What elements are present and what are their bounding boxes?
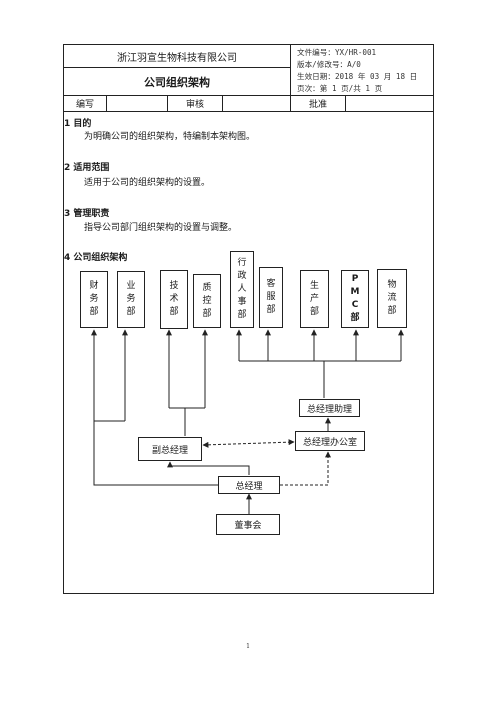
- dept-customer-service-label: 客服部: [266, 278, 275, 317]
- gm-to-deputy-arrow: [167, 461, 250, 475]
- approved-label: 批准: [308, 100, 327, 110]
- dept-label-char: 流: [387, 293, 397, 303]
- dept-label-char: M: [350, 287, 360, 297]
- dept-label-char: 部: [309, 306, 319, 317]
- dept-business-label: 业务部: [126, 280, 135, 319]
- gm-office-label: 总经理办公室: [302, 437, 357, 448]
- effective-date: 生效日期：2018 年 03 月 18 日: [297, 72, 418, 81]
- section-org-heading: 4 公司组织架构: [64, 253, 128, 263]
- board-label: 董事会: [234, 521, 262, 531]
- dept-label-char: 部: [387, 306, 397, 316]
- page-number: 1: [246, 643, 250, 650]
- dept-admin-hr: 行政人事部: [230, 251, 254, 328]
- section-scope-body: 适用于公司的组织架构的设置。: [84, 178, 211, 188]
- gm-label: 总经理: [235, 481, 263, 492]
- dept-label-char: 质: [202, 282, 212, 293]
- dept-label-char: 生: [309, 280, 319, 291]
- prepared-label: 编写: [75, 100, 94, 110]
- section-scope-heading: 2 适用范围: [64, 163, 110, 173]
- section-purpose-body: 为明确公司的组织架构，特编制本架构图。: [84, 132, 256, 142]
- gm-to-office-arrow: [280, 451, 331, 486]
- dept-label-char: 部: [126, 307, 136, 317]
- dept-label-char: 部: [169, 307, 179, 317]
- dept-label-char: 部: [350, 313, 360, 323]
- doc-title: 公司组织架构: [144, 75, 210, 89]
- dept-label-char: 行: [237, 258, 247, 268]
- company-name: 浙江羽宣生物科技有限公司: [117, 52, 237, 64]
- content-frame: [63, 111, 434, 594]
- section-duty-body: 指导公司部门组织架构的设置与调整。: [84, 223, 238, 233]
- gm-office-box: 总经理办公室: [295, 431, 365, 451]
- dept-production-label: 生产部: [310, 280, 319, 319]
- dept-label-char: 技: [169, 281, 179, 291]
- section-purpose-heading: 1 目的: [64, 119, 92, 129]
- dept-quality: 质控部: [193, 274, 221, 328]
- gm-assistant-label: 总经理助理: [306, 404, 352, 415]
- dept-label-char: 事: [237, 297, 247, 307]
- dept-label-char: 人: [237, 284, 247, 294]
- dept-label-char: 产: [309, 293, 319, 304]
- dept-label-char: 财: [89, 281, 99, 291]
- dept-label-char: 部: [266, 305, 276, 315]
- gm-box: 总经理: [218, 476, 280, 494]
- deputy-gm-label: 副总经理: [151, 445, 188, 456]
- gm-assistant-box: 总经理助理: [299, 399, 360, 417]
- dept-label-char: 部: [202, 308, 212, 319]
- dept-technology-label: 技术部: [169, 280, 178, 319]
- dept-customer-service: 客服部: [259, 267, 283, 328]
- dept-finance: 财务部: [80, 271, 108, 328]
- dept-logistics-label: 物流部: [387, 279, 396, 318]
- gm-to-finance-bus: [91, 329, 218, 486]
- dept-label-char: 控: [202, 295, 212, 306]
- dept-label-char: 部: [237, 310, 247, 320]
- dept-production: 生产部: [300, 270, 329, 328]
- dept-label-char: 客: [266, 279, 276, 289]
- dept-label-char: 服: [266, 292, 276, 302]
- dept-label-char: P: [351, 274, 359, 284]
- section-duty-heading: 3 管理职责: [64, 209, 110, 219]
- dept-label-char: 务: [89, 294, 99, 304]
- dept-label-char: 政: [237, 271, 247, 281]
- dept-business: 业务部: [117, 271, 145, 328]
- dept-finance-label: 财务部: [89, 280, 98, 319]
- doc-version: 版本/修改号：A/0: [297, 60, 361, 69]
- dept-label-char: 业: [126, 281, 136, 291]
- doc-number: 文件编号：YX/HR-001: [297, 48, 377, 57]
- board-box: 董事会: [216, 514, 280, 535]
- deputy-gm-box: 副总经理: [138, 437, 202, 461]
- dept-label-char: 务: [126, 294, 136, 304]
- deputy-office-dashed-link: [202, 439, 295, 448]
- dept-label-char: C: [351, 300, 359, 310]
- dept-quality-label: 质控部: [202, 282, 211, 321]
- dept-technology: 技术部: [160, 270, 188, 329]
- dept-admin-hr-label: 行政人事部: [237, 257, 246, 322]
- dept-label-char: 部: [89, 307, 99, 317]
- dept-label-char: 术: [169, 294, 179, 304]
- reviewed-label: 审核: [185, 100, 204, 110]
- dept-logistics: 物流部: [377, 269, 407, 328]
- dept-label-char: 物: [387, 280, 397, 290]
- page-count: 页次：第 1 页/共 1 页: [297, 84, 383, 93]
